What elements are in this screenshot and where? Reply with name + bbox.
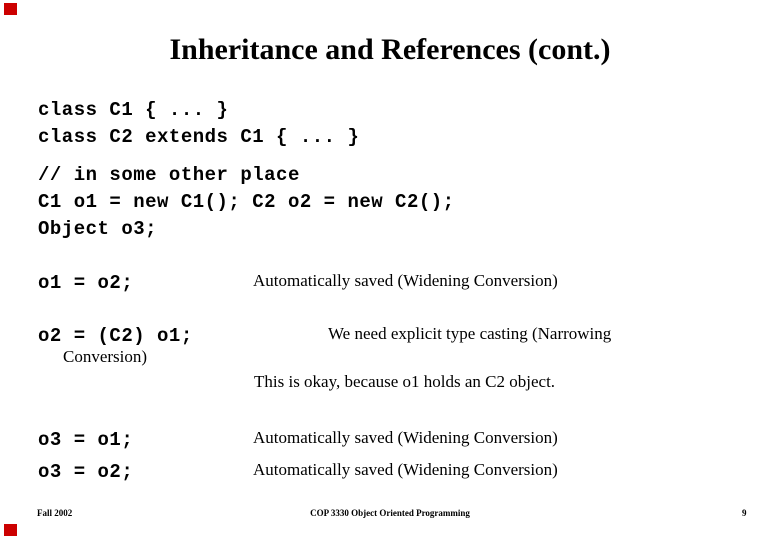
statement-o3-equals-o2: o3 = o2; bbox=[38, 461, 134, 483]
statement-note-line2: Conversion) bbox=[63, 347, 148, 366]
statement-note: Automatically saved (Widening Conversion… bbox=[253, 460, 558, 479]
red-corner-marker-top bbox=[4, 3, 17, 15]
statement-o2-cast-o1: o2 = (C2) o1; bbox=[38, 325, 193, 347]
statement-o1-equals-o2: o1 = o2; bbox=[38, 272, 134, 294]
footer-page-number: 9 bbox=[742, 508, 747, 518]
footer-semester: Fall 2002 bbox=[37, 508, 73, 518]
code-line: Object o3; bbox=[38, 218, 158, 240]
statement-note: Automatically saved (Widening Conversion… bbox=[253, 271, 558, 290]
statement-followup-note: This is okay, because o1 holds an C2 obj… bbox=[254, 372, 556, 391]
footer-course-title: COP 3330 Object Oriented Programming bbox=[310, 508, 470, 518]
code-comment-line: // in some other place bbox=[38, 164, 300, 186]
statement-note-line1: We need explicit type casting (Narrowing bbox=[328, 324, 612, 343]
statement-note: Automatically saved (Widening Conversion… bbox=[253, 428, 558, 447]
code-block-object-declarations: // in some other place C1 o1 = new C1();… bbox=[38, 162, 455, 243]
page-title: Inheritance and References (cont.) bbox=[169, 33, 611, 66]
code-line: class C1 { ... } bbox=[38, 99, 229, 121]
red-corner-marker-bottom bbox=[4, 524, 17, 536]
code-line: class C2 extends C1 { ... } bbox=[38, 126, 360, 148]
code-line: C1 o1 = new C1(); C2 o2 = new C2(); bbox=[38, 191, 455, 213]
statement-o3-equals-o1: o3 = o1; bbox=[38, 429, 134, 451]
code-block-class-declarations: class C1 { ... } class C2 extends C1 { .… bbox=[38, 97, 359, 151]
